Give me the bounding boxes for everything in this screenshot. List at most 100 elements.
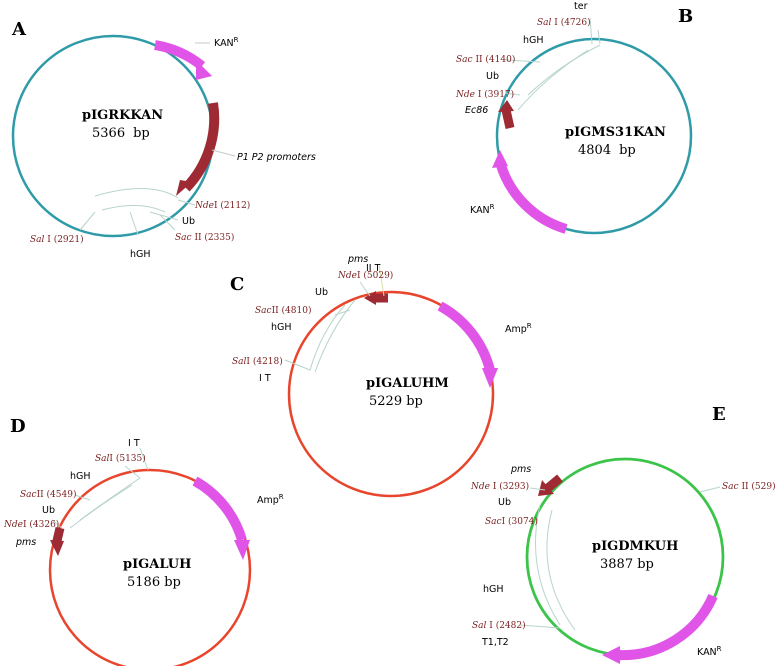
leader-sac-d	[74, 494, 91, 501]
panel-b: B ter Sal I (4726) hGH Sac II (4140) Ub …	[455, 1, 693, 235]
promoter-arrow-head-a	[176, 180, 192, 196]
site-sal-d: SalI (5135)	[95, 453, 146, 464]
panel-letter-c: C	[230, 274, 244, 295]
plasmid-name-c: pIGALUHM	[366, 376, 449, 391]
feature-ub-e: Ub	[498, 497, 511, 508]
feature-iit-c: II T	[366, 263, 381, 274]
feature-ub-a: Ub	[182, 216, 195, 227]
plasmid-backbone-d	[48, 468, 252, 666]
site-nde-a: NdeI (2112)	[194, 200, 250, 211]
panel-d: D I T SalI (5135) hGH SacII (4549) Ub Nd…	[3, 416, 284, 666]
panel-letter-b: B	[678, 6, 693, 27]
panel-c: C II T pms NdeI (5029) Ub SacII (4810) h…	[230, 254, 532, 498]
leader-arc-b1	[527, 44, 601, 96]
leader-nde-d	[51, 519, 63, 529]
leader-sac-a	[159, 214, 176, 231]
plasmid-backbone-c	[287, 290, 495, 498]
site-sac-e: SacI (3074)	[485, 516, 538, 527]
site-sac-b: Sac II (4140)	[456, 54, 515, 65]
leader-sal-e	[519, 624, 561, 629]
promoter-arc-a	[182, 102, 220, 192]
leader-hgh-a	[129, 211, 139, 236]
site-sac-outer-e: Sac II (529)	[722, 481, 776, 492]
plasmid-size-c: 5229 bp	[369, 394, 423, 409]
site-sac-c: SacII (4810)	[255, 305, 311, 316]
kan-gene-arc-a	[154, 40, 206, 70]
plasmid-backbone-b	[495, 37, 693, 235]
feature-promoters-a: P1 P2 promoters	[237, 152, 316, 163]
leader-sac-c	[334, 309, 351, 316]
site-sal-a: Sal I (2921)	[30, 234, 84, 245]
ec86-arc-b	[501, 109, 515, 129]
feature-ter-b: ter	[574, 1, 588, 12]
site-nde-d: NdeI (4326)	[3, 519, 59, 530]
leader-sal-b	[597, 29, 601, 45]
plasmid-name-b: pIGMS31KAN	[565, 125, 666, 140]
kan-arrow-head-a	[196, 60, 212, 80]
amp-gene-arc-c	[437, 301, 495, 372]
ec86-arrow-head-b	[498, 100, 514, 112]
leader-arc-c1	[314, 299, 356, 373]
plasmid-size-e: 3887 bp	[600, 557, 654, 572]
leader-nde-c	[359, 281, 371, 297]
leader-nde-b	[504, 92, 521, 96]
amp-arrow-head-d	[234, 540, 250, 560]
feature-amp-d: AmpR	[257, 493, 284, 506]
amp-gene-arc-d	[192, 476, 247, 542]
plasmid-name-d: pIGALUH	[123, 557, 191, 572]
leader-arc-e1	[535, 504, 561, 626]
feature-ec86-b: Ec86	[465, 105, 488, 116]
leader-arc-a2	[101, 204, 166, 213]
kan-arrow-head-e	[602, 646, 620, 664]
feature-it-c: I T	[259, 373, 271, 384]
site-sal-e: Sal I (2482)	[472, 620, 526, 631]
feature-ub-c: Ub	[315, 287, 328, 298]
pms-arc-e	[545, 474, 563, 492]
leader-nde-e	[529, 487, 546, 491]
leader-nde-a	[177, 199, 196, 206]
plasmid-name-e: pIGDMKUH	[592, 539, 678, 554]
panel-letter-a: A	[11, 19, 27, 40]
kan-gene-arc-e	[617, 593, 718, 661]
site-nde-c: NdeI (5029)	[337, 270, 393, 281]
leader-ter-b	[589, 17, 593, 45]
feature-hgh-d: hGH	[70, 471, 91, 482]
leader-arc-c2	[309, 304, 346, 371]
plasmid-name-a: pIGRKKAN	[82, 108, 163, 123]
leader-arc-a1	[94, 188, 179, 199]
feature-it-d: I T	[128, 438, 140, 449]
leader-ub-a	[149, 211, 179, 221]
feature-ub-b: Ub	[486, 71, 499, 82]
feature-hgh-c: hGH	[271, 322, 292, 333]
panel-letter-d: D	[10, 416, 26, 437]
leader-sal-a	[79, 211, 96, 231]
leader-promoter-a	[211, 149, 236, 157]
leader-sac-b	[504, 59, 541, 63]
leader-arc-d2	[69, 484, 133, 529]
leader-sal-c	[284, 359, 311, 371]
feature-hgh-a: hGH	[130, 249, 151, 260]
site-nde-b: Nde I (3917)	[455, 89, 514, 100]
site-nde-e: Nde I (3293)	[470, 481, 529, 492]
plasmid-size-d: 5186 bp	[127, 575, 181, 590]
site-sac-a: Sac II (2335)	[175, 232, 234, 243]
feature-kan-e: KANR	[697, 645, 722, 658]
site-sac-d: SacII (4549)	[20, 489, 76, 500]
kan-arrow-head-b	[492, 150, 508, 168]
feature-kan-a: KANR	[214, 36, 239, 49]
leader-sac-outer-e	[699, 486, 721, 493]
leader-sal-d	[124, 465, 141, 479]
feature-pms-d: pms	[15, 537, 36, 548]
panel-letter-e: E	[712, 404, 726, 425]
leader-it-d	[139, 447, 149, 471]
pms-arrow-head-e	[538, 480, 554, 496]
feature-pms-e: pms	[510, 464, 531, 475]
feature-kan-b: KANR	[470, 203, 495, 216]
amp-arrow-head-c	[482, 368, 498, 388]
leader-iit-c	[378, 263, 385, 297]
